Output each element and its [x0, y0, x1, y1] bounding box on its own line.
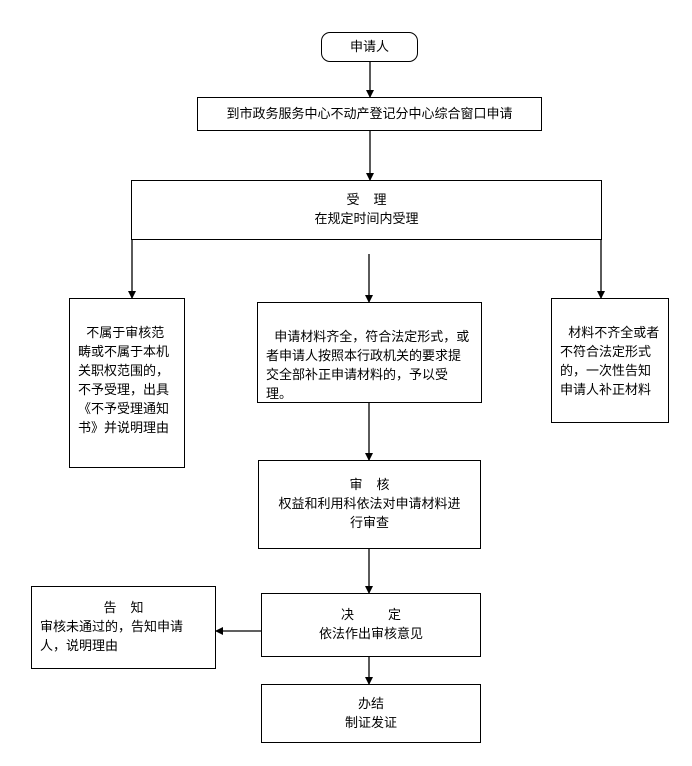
applicant-node: 申请人: [321, 32, 418, 62]
notify-subtitle: 审核未通过的，告知申请人，说明理由: [40, 620, 184, 654]
accept-title: 受理: [346, 193, 401, 208]
accept-node: 受理 在规定时间内受理: [131, 180, 602, 240]
complete-text: 申请材料齐全，符合法定形式，或者申请人按照本行政机关的要求提交全部补正申请材料的…: [266, 330, 470, 402]
finish-node: 办结 制证发证: [261, 684, 481, 743]
decision-subtitle: 依法作出审核意见: [318, 627, 423, 642]
applicant-label: 申请人: [349, 39, 389, 55]
incomplete-node: 材料不齐全或者不符合法定形式的，一次性告知申请人补正材料: [551, 298, 669, 423]
finish-subtitle: 制证发证: [344, 715, 397, 731]
review-title: 审核: [349, 478, 404, 493]
complete-node: 申请材料齐全，符合法定形式，或者申请人按照本行政机关的要求提交全部补正申请材料的…: [257, 302, 482, 403]
notify-node: 告知 审核未通过的，告知申请人，说明理由: [31, 586, 216, 669]
decision-title: 决定: [340, 608, 435, 623]
review-node: 审核 权益和利用科依法对申请材料进行审查: [258, 460, 481, 549]
notify-title: 告知: [103, 601, 158, 616]
review-subtitle: 权益和利用科依法对申请材料进行审查: [278, 497, 461, 531]
finish-title: 办结: [357, 696, 384, 712]
reject-node: 不属于审核范畴或不属于本机关职权范围的，不予受理，出具《不予受理通知书》并说明理…: [69, 298, 185, 468]
window-label: 到市政务服务中心不动产登记分中心综合窗口申请: [226, 106, 513, 122]
incomplete-text: 材料不齐全或者不符合法定形式的，一次性告知申请人补正材料: [560, 326, 660, 398]
accept-subtitle: 在规定时间内受理: [314, 212, 419, 227]
reject-text: 不属于审核范畴或不属于本机关职权范围的，不予受理，出具《不予受理通知书》并说明理…: [78, 326, 170, 436]
window-node: 到市政务服务中心不动产登记分中心综合窗口申请: [197, 97, 542, 131]
decision-node: 决定 依法作出审核意见: [261, 593, 481, 657]
